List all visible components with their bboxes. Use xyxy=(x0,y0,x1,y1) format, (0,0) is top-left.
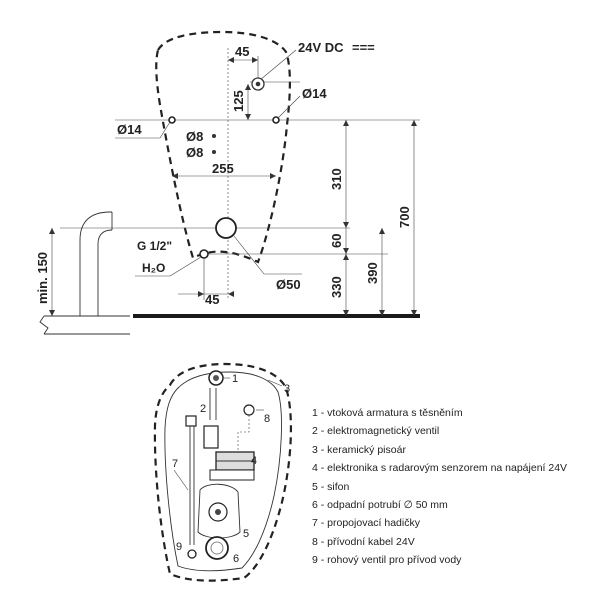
urinal-outline xyxy=(155,30,291,264)
label-water: H₂O xyxy=(142,261,165,275)
dim-d8-a: Ø8 xyxy=(186,129,203,144)
legend-item-3: 3 - keramický pisoár xyxy=(312,443,406,456)
callout-9: 9 xyxy=(176,541,182,553)
hole-d8-a xyxy=(212,134,216,138)
waste-outlet xyxy=(215,217,237,239)
callout-2: 2 xyxy=(200,403,206,415)
callout-1: 1 xyxy=(232,373,238,385)
dim-d14-right: Ø14 xyxy=(302,86,327,101)
legend-item-4: 4 - elektronika s radarovým senzorem na … xyxy=(312,462,568,475)
legend-item-8: 8 - přívodní kabel 24V xyxy=(312,535,415,548)
dim-700: 700 xyxy=(397,206,412,228)
wall-pipe xyxy=(39,211,130,335)
legend-item-2: 2 - elektromagnetický ventil xyxy=(312,425,440,438)
legend-item-5: 5 - sifon xyxy=(312,480,350,493)
callout-4: 4 xyxy=(251,455,257,467)
urinal-cross-section xyxy=(153,362,292,582)
callout-8: 8 xyxy=(264,413,270,425)
dim-d8-b: Ø8 xyxy=(186,145,203,160)
solenoid-valve xyxy=(185,415,219,545)
label-thread: G 1/2" xyxy=(137,239,172,253)
callout-7: 7 xyxy=(172,458,178,470)
inlet-fitting xyxy=(208,370,224,420)
legend-item-6: 6 - odpadní potrubí ∅ 50 mm xyxy=(312,498,448,511)
mount-hole-left xyxy=(168,116,176,124)
dim-390: 390 xyxy=(365,262,380,284)
dim-45-bottom: 45 xyxy=(205,292,219,307)
water-inlet xyxy=(199,249,209,259)
callout-3: 3 xyxy=(284,383,290,395)
corner-valve xyxy=(187,549,197,559)
dim-d50: Ø50 xyxy=(276,277,301,292)
dim-330: 330 xyxy=(329,276,344,298)
legend-item-9: 9 - rohový ventil pro přívod vody xyxy=(312,554,462,567)
callout-5: 5 xyxy=(243,528,249,540)
callout-6: 6 xyxy=(233,553,239,565)
dim-255: 255 xyxy=(212,161,234,176)
legend-item-7: 7 - propojovací hadičky xyxy=(312,517,420,530)
dim-min-150: min. 150 xyxy=(35,252,50,304)
radar-electronics xyxy=(209,451,255,481)
dim-45-top: 45 xyxy=(235,44,249,59)
dc-symbol: === xyxy=(352,40,375,55)
siphon xyxy=(197,483,241,539)
dim-310: 310 xyxy=(329,168,344,190)
label-24v-dc: 24V DC xyxy=(298,40,344,55)
mount-hole-right xyxy=(272,116,280,124)
hole-d8-b xyxy=(212,150,216,154)
legend: 1 - vtoková armatura s těsněním 2 - elek… xyxy=(312,404,597,570)
legend-item-1: 1 - vtoková armatura s těsněním xyxy=(312,407,463,419)
dim-60: 60 xyxy=(329,234,344,248)
dim-d14-left: Ø14 xyxy=(117,122,142,137)
dim-125: 125 xyxy=(231,90,246,112)
